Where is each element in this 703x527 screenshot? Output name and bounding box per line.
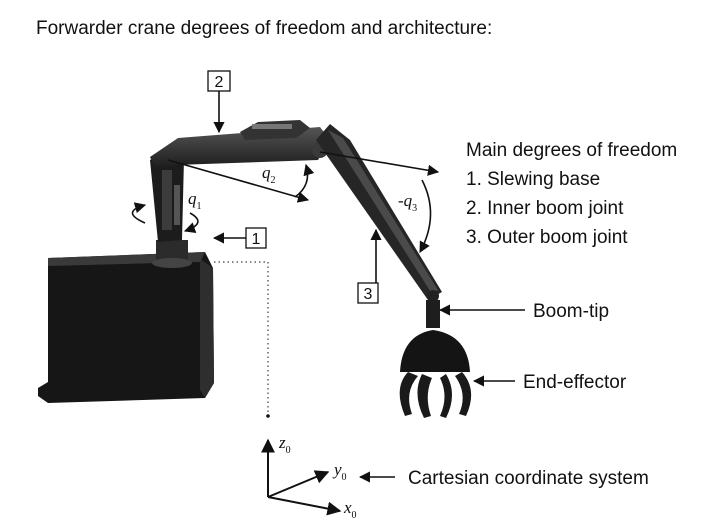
legend-item-outer-boom-joint: 3. Outer boom joint (466, 227, 628, 248)
q2-label: q2 (262, 163, 276, 186)
svg-text:1: 1 (252, 231, 261, 248)
q1-label: q1 (188, 189, 202, 212)
outer-boom (316, 124, 442, 302)
legend-item-inner-boom-joint: 2. Inner boom joint (466, 198, 624, 219)
z-axis-label: z0 (278, 433, 291, 456)
joint-box-3: 3 (357, 228, 382, 304)
legend-heading: Main degrees of freedom (466, 140, 677, 161)
svg-text:2: 2 (215, 74, 224, 91)
svg-text:3: 3 (364, 286, 373, 303)
machine-base (38, 252, 214, 403)
grapple (399, 300, 472, 418)
joint-box-1: 1 (212, 227, 267, 249)
slewing-column (150, 150, 192, 268)
coordinate-system-callout: Cartesian coordinate system (358, 468, 649, 489)
dof-legend: Main degrees of freedom 1. Slewing base … (466, 140, 677, 248)
y-axis-label: y0 (332, 460, 347, 483)
q3-label: -q3 (398, 191, 417, 214)
end-effector-label: End-effector (523, 372, 627, 393)
boom-tip-label: Boom-tip (533, 301, 609, 322)
coordinate-axes (261, 438, 342, 516)
origin-reference-line (214, 261, 270, 418)
q3-angle (319, 151, 440, 253)
coordinate-system-label: Cartesian coordinate system (408, 468, 649, 489)
end-effector-callout: End-effector (472, 372, 627, 393)
q1-rotation-arrow (131, 202, 199, 233)
x-axis-label: x0 (343, 498, 357, 521)
diagram-title: Forwarder crane degrees of freedom and a… (36, 18, 492, 39)
legend-item-slewing-base: 1. Slewing base (466, 169, 600, 190)
joint-box-2: 2 (207, 70, 231, 134)
boom-tip-callout: Boom-tip (438, 301, 609, 322)
q2-angle (167, 159, 315, 203)
